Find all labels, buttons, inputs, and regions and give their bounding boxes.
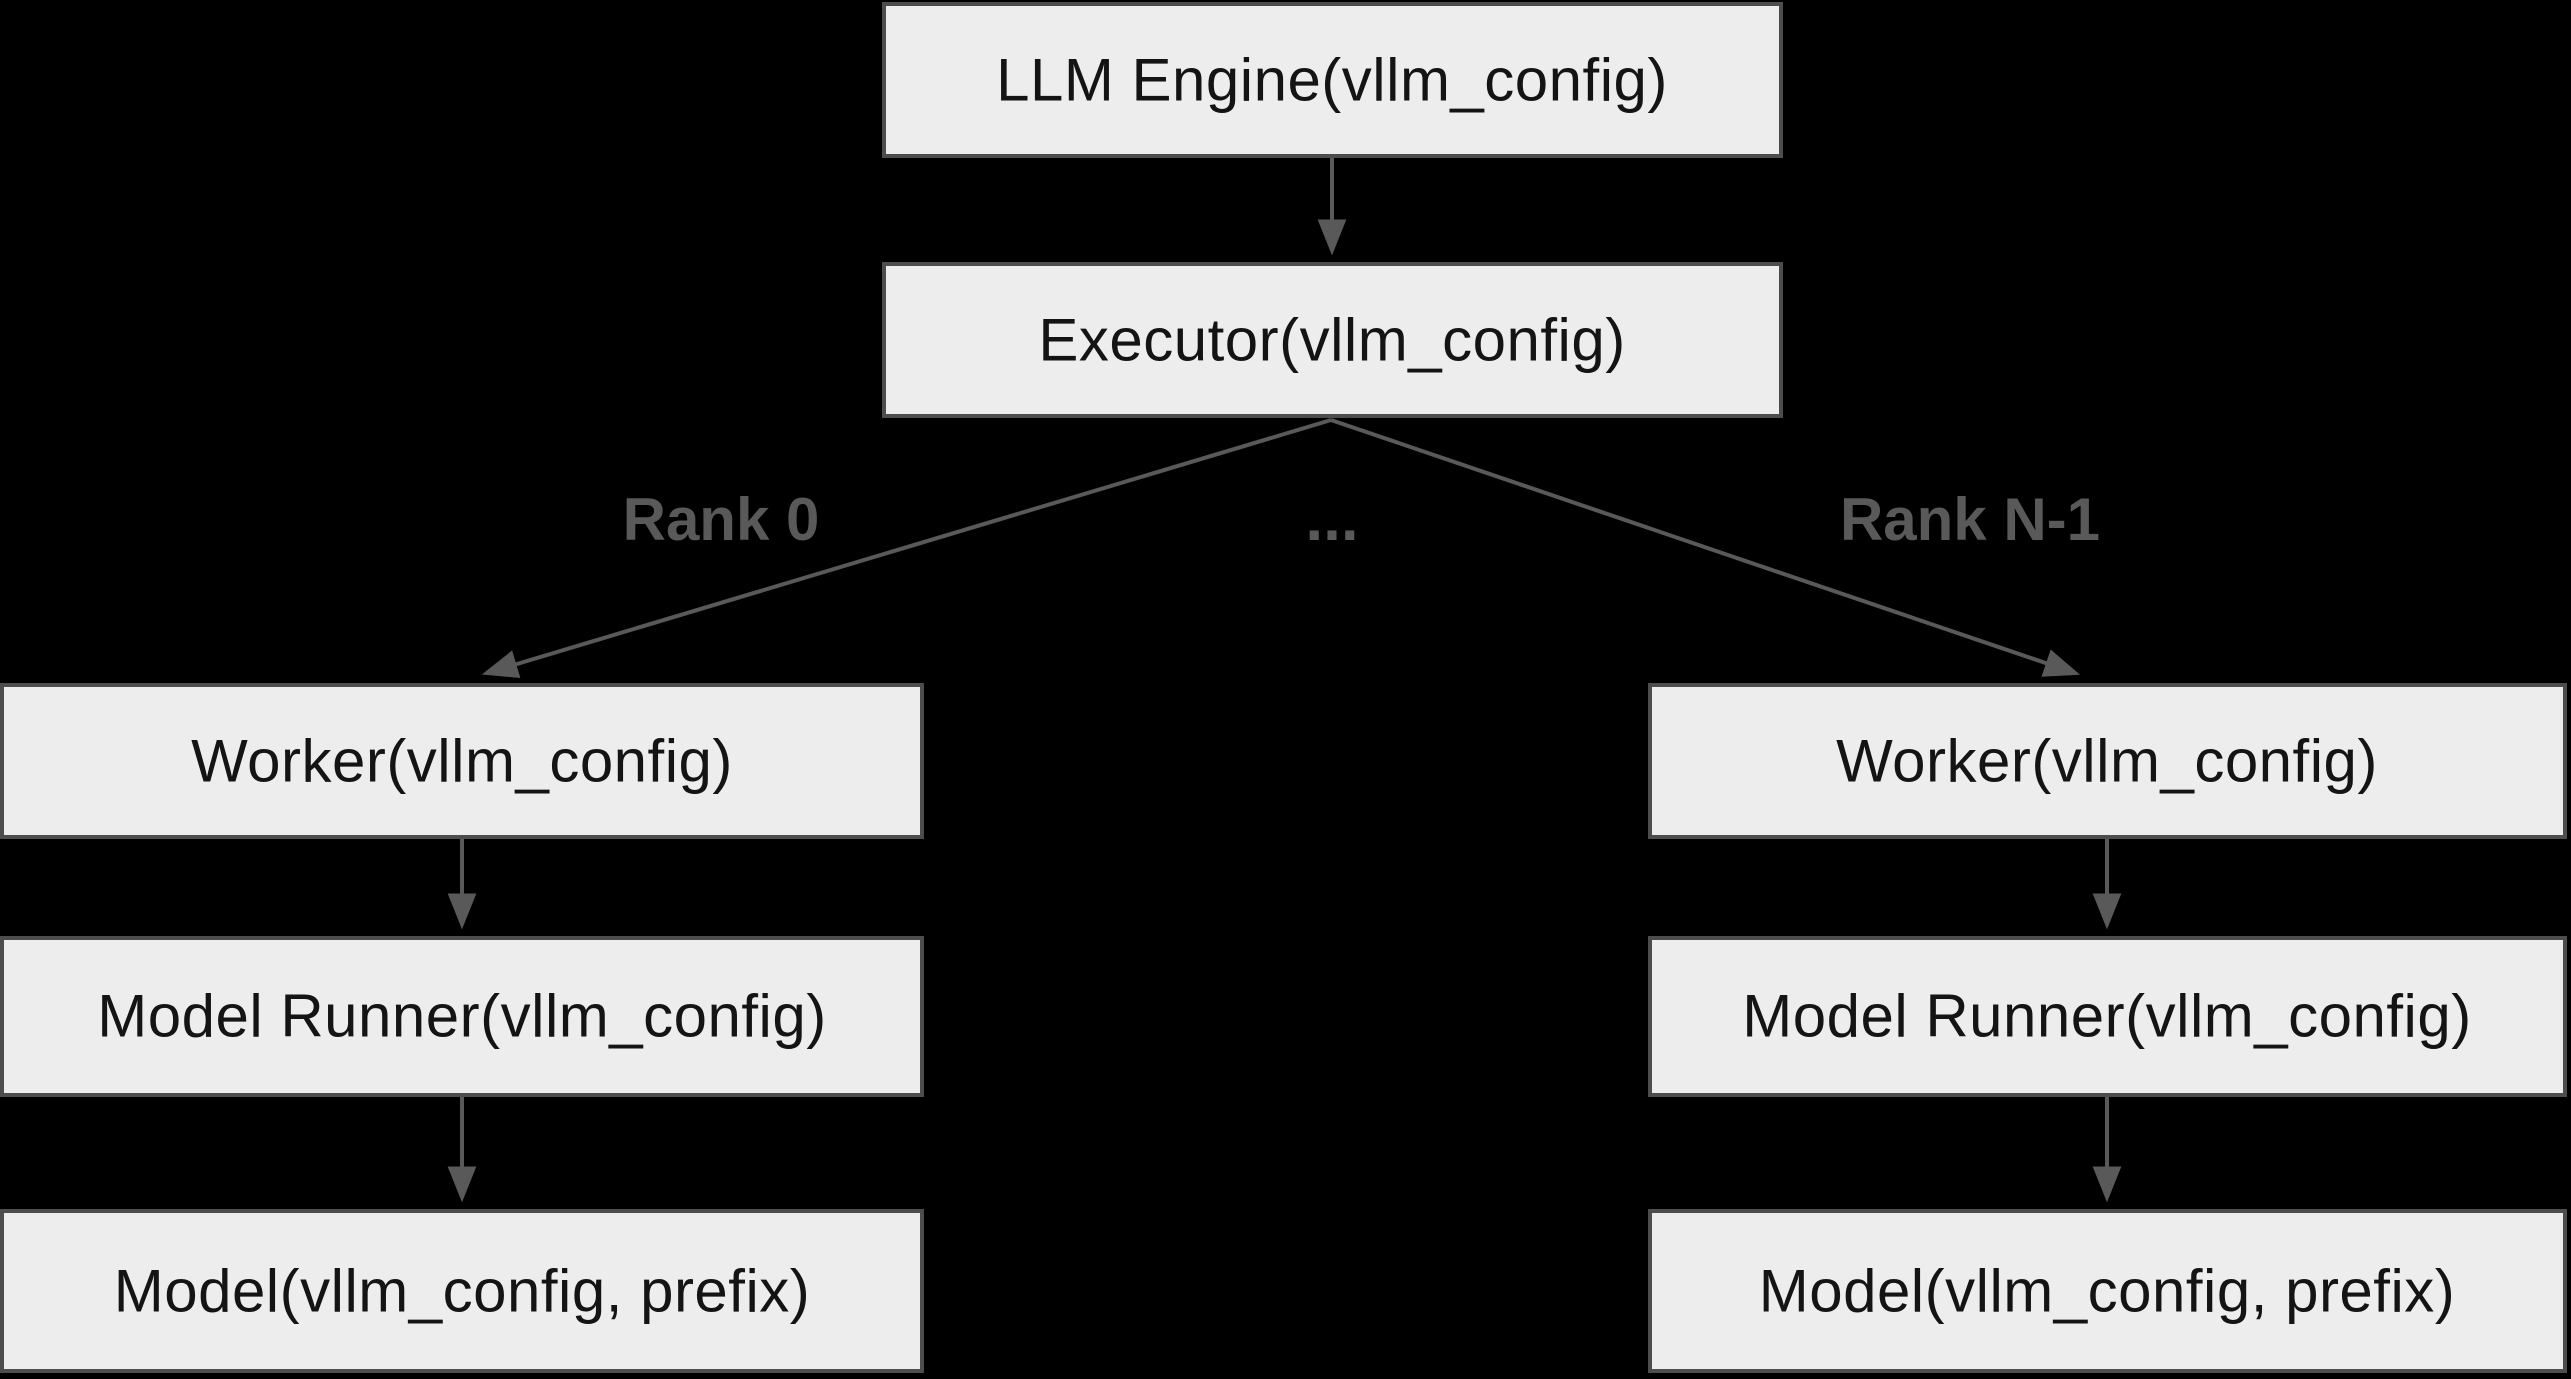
node-model-right-label: Model(vllm_config, prefix) xyxy=(1759,1258,2456,1325)
node-model-runner-left-label: Model Runner(vllm_config) xyxy=(97,983,826,1050)
node-executor-label: Executor(vllm_config) xyxy=(1038,307,1625,374)
node-model-runner-right-box xyxy=(1648,936,2567,1097)
node-model-right: Model(vllm_config, prefix) xyxy=(1648,1209,2567,1373)
edge-executor-to-worker-left xyxy=(481,418,1332,679)
edge-label-rank-0: Rank 0 xyxy=(623,486,820,553)
node-model-runner-right: Model Runner(vllm_config) xyxy=(1648,936,2567,1097)
node-worker-right-label: Worker(vllm_config) xyxy=(1836,728,2378,795)
node-worker-right: Worker(vllm_config) xyxy=(1648,683,2567,839)
node-model-left: Model(vllm_config, prefix) xyxy=(0,1209,924,1373)
node-executor-box xyxy=(882,262,1783,418)
node-worker-right-box xyxy=(1648,683,2567,839)
node-llm-engine-label: LLM Engine(vllm_config) xyxy=(996,47,1668,114)
node-llm-engine: LLM Engine(vllm_config) xyxy=(882,2,1783,158)
node-model-left-box xyxy=(0,1209,924,1373)
node-model-left-label: Model(vllm_config, prefix) xyxy=(114,1258,811,1325)
node-executor: Executor(vllm_config) xyxy=(882,262,1783,418)
node-worker-left-label: Worker(vllm_config) xyxy=(191,728,733,795)
node-model-runner-right-label: Model Runner(vllm_config) xyxy=(1742,983,2471,1050)
node-model-right-box xyxy=(1648,1209,2567,1373)
edge-executor-to-worker-right xyxy=(1330,418,2081,677)
node-worker-left-box xyxy=(0,683,924,839)
node-model-runner-left: Model Runner(vllm_config) xyxy=(0,936,924,1097)
edge-label-rank-n-1: Rank N-1 xyxy=(1840,486,2100,553)
node-model-runner-left-box xyxy=(0,936,924,1097)
edge-label-ellipsis: ... xyxy=(1305,482,1358,554)
node-worker-left: Worker(vllm_config) xyxy=(0,683,924,839)
node-llm-engine-box xyxy=(882,2,1783,158)
